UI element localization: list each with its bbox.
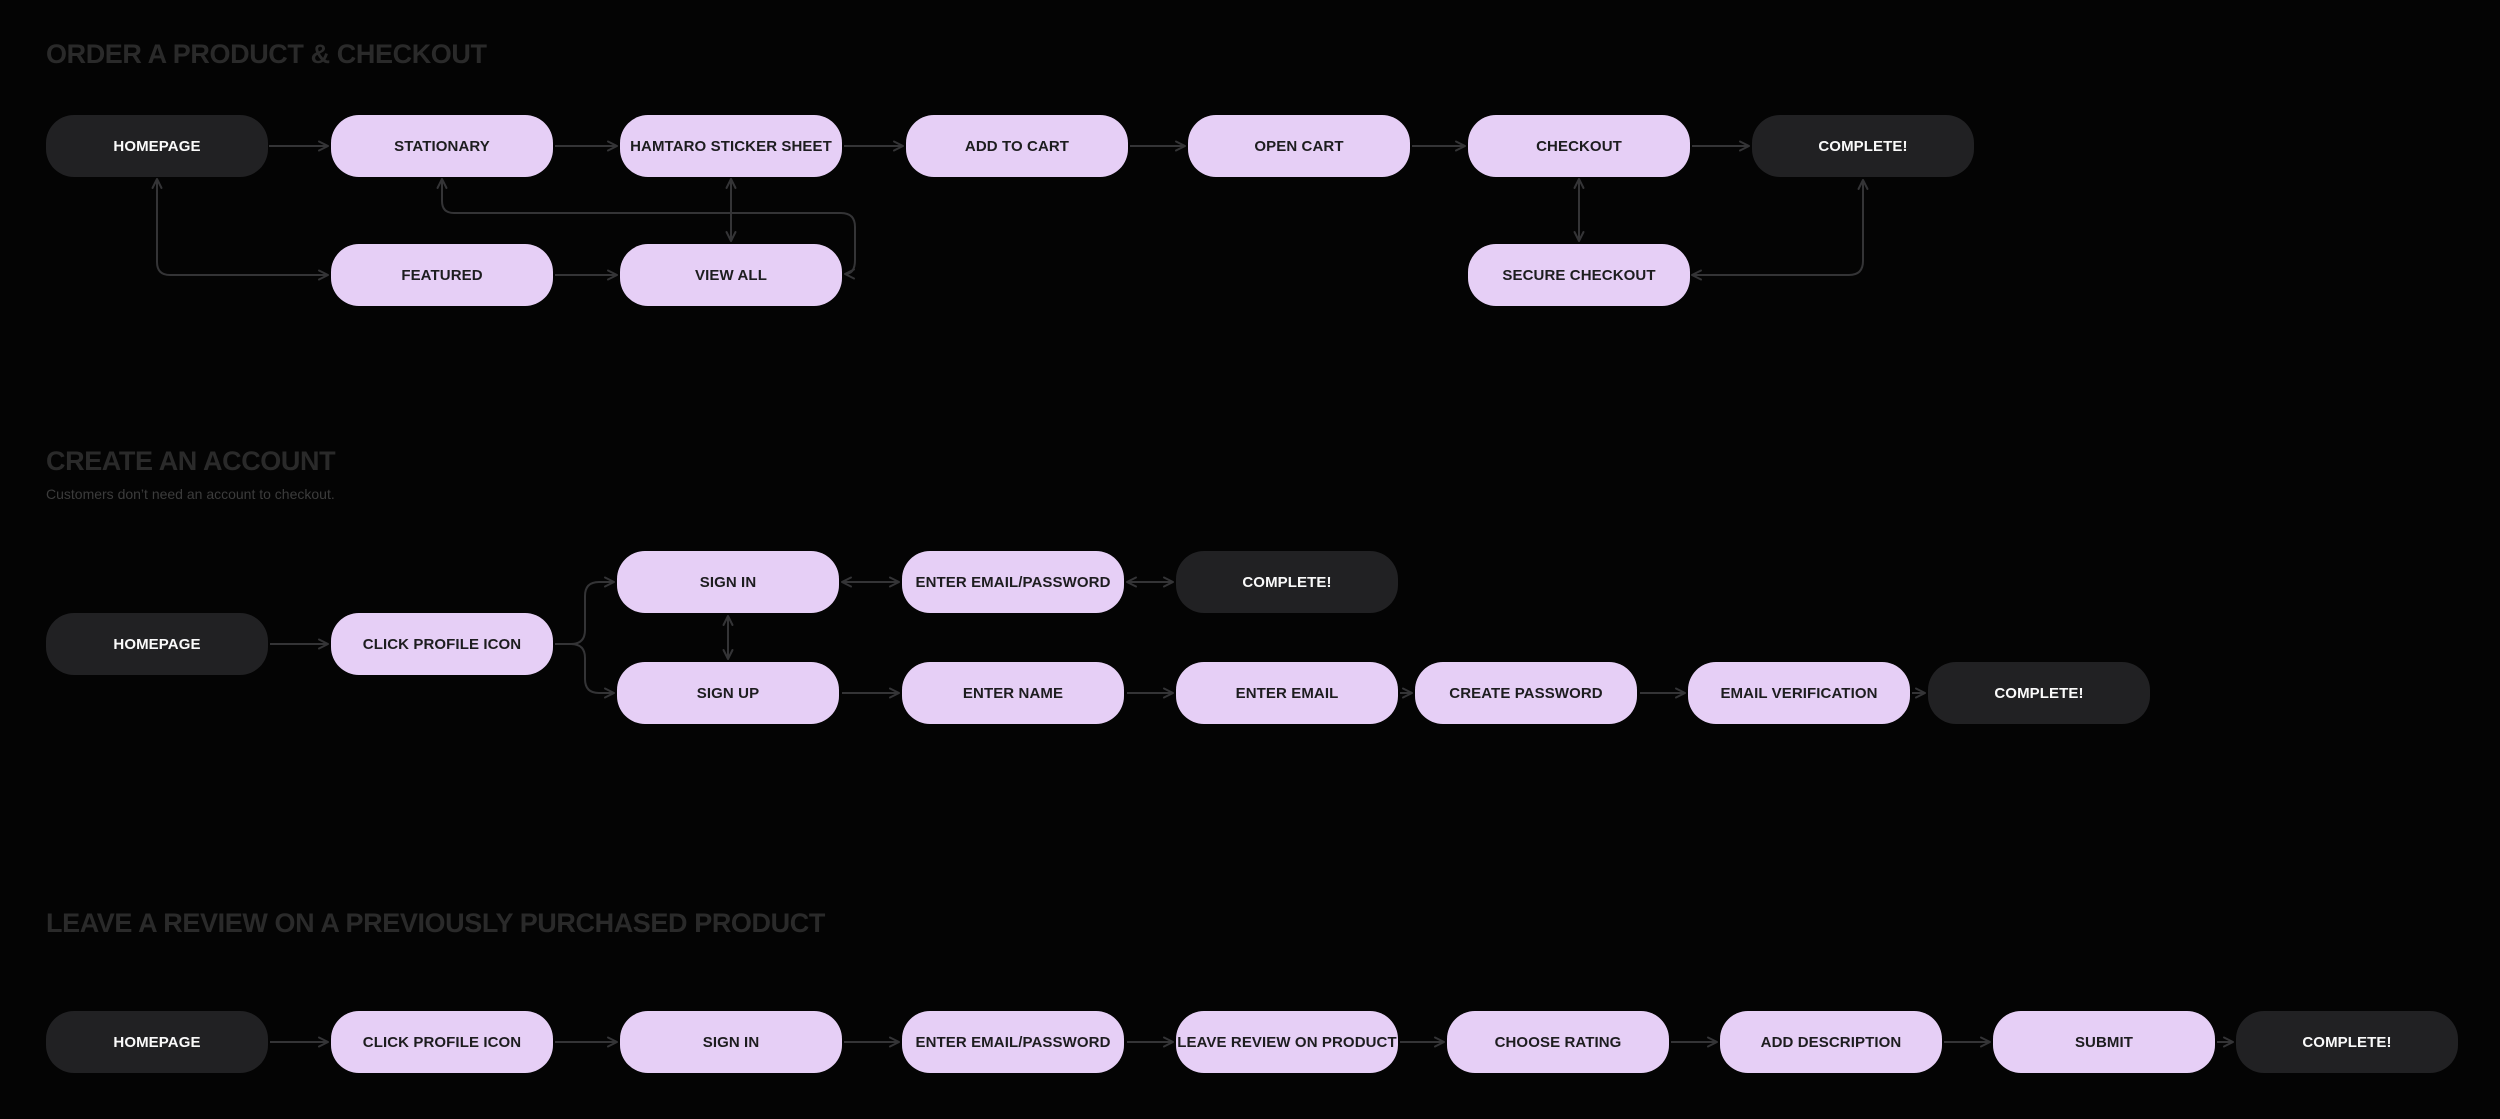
s1-node-featured[interactable]: FEATURED xyxy=(331,244,553,306)
section-subtitle-create-account: Customers don’t need an account to check… xyxy=(46,486,335,502)
s1-node-secure-checkout[interactable]: SECURE CHECKOUT xyxy=(1468,244,1690,306)
s3-node-add-description[interactable]: ADD DESCRIPTION xyxy=(1720,1011,1942,1073)
s2-node-email-verification[interactable]: EMAIL VERIFICATION xyxy=(1688,662,1910,724)
s2-node-click-profile-icon[interactable]: CLICK PROFILE ICON xyxy=(331,613,553,675)
s3-node-leave-review-on-product[interactable]: LEAVE REVIEW ON PRODUCT xyxy=(1176,1011,1398,1073)
section-title-order-product: ORDER A PRODUCT & CHECKOUT xyxy=(46,39,487,69)
s2-node-sign-in[interactable]: SIGN IN xyxy=(617,551,839,613)
section-title-create-account: CREATE AN ACCOUNT xyxy=(46,446,336,476)
s2-node-sign-up[interactable]: SIGN UP xyxy=(617,662,839,724)
s1-node-open-cart[interactable]: OPEN CART xyxy=(1188,115,1410,177)
s2-node-create-password[interactable]: CREATE PASSWORD xyxy=(1415,662,1637,724)
s3-node-choose-rating[interactable]: CHOOSE RATING xyxy=(1447,1011,1669,1073)
s3-node-complete[interactable]: COMPLETE! xyxy=(2236,1011,2458,1073)
s2-node-complete-signup[interactable]: COMPLETE! xyxy=(1928,662,2150,724)
s2-node-enter-email[interactable]: ENTER EMAIL xyxy=(1176,662,1398,724)
edge-s2-clickprofile-signin xyxy=(555,576,615,645)
edge-s1-stationary-viewall xyxy=(436,178,856,280)
edge-s2-clickprofile-signup xyxy=(555,643,615,699)
edge-s1-homepage-featured xyxy=(151,178,329,281)
s1-node-homepage[interactable]: HOMEPAGE xyxy=(46,115,268,177)
s1-node-complete[interactable]: COMPLETE! xyxy=(1752,115,1974,177)
s1-node-stationary[interactable]: STATIONARY xyxy=(331,115,553,177)
s3-node-click-profile-icon[interactable]: CLICK PROFILE ICON xyxy=(331,1011,553,1073)
s1-node-checkout[interactable]: CHECKOUT xyxy=(1468,115,1690,177)
edge-s1-secure-complete xyxy=(1691,179,1869,281)
s2-node-enter-name[interactable]: ENTER NAME xyxy=(902,662,1124,724)
s2-node-complete-signin[interactable]: COMPLETE! xyxy=(1176,551,1398,613)
s2-node-enter-email-password[interactable]: ENTER EMAIL/PASSWORD xyxy=(902,551,1124,613)
section-title-leave-review: LEAVE A REVIEW ON A PREVIOUSLY PURCHASED… xyxy=(46,908,825,938)
s3-node-sign-in[interactable]: SIGN IN xyxy=(620,1011,842,1073)
s3-node-submit[interactable]: SUBMIT xyxy=(1993,1011,2215,1073)
s3-node-enter-email-password[interactable]: ENTER EMAIL/PASSWORD xyxy=(902,1011,1124,1073)
s2-node-homepage[interactable]: HOMEPAGE xyxy=(46,613,268,675)
s1-node-add-to-cart[interactable]: ADD TO CART xyxy=(906,115,1128,177)
s1-node-hamtaro-sticker-sheet[interactable]: HAMTARO STICKER SHEET xyxy=(620,115,842,177)
s1-node-view-all[interactable]: VIEW ALL xyxy=(620,244,842,306)
s3-node-homepage[interactable]: HOMEPAGE xyxy=(46,1011,268,1073)
